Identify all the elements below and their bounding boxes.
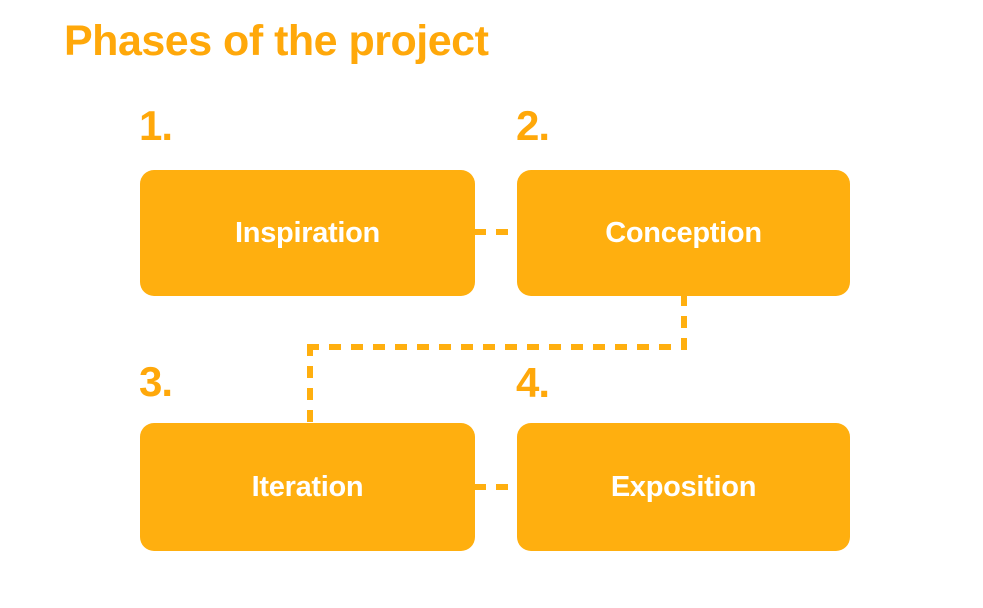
step-number-4: 4. [516,359,550,406]
phase-box-conception[interactable]: Conception [517,170,850,296]
phase-box-exposition[interactable]: Exposition [517,423,850,551]
step-number-3: 3. [139,358,173,405]
connector-conception-down [681,294,687,350]
phase-box-inspiration[interactable]: Inspiration [140,170,475,296]
phase-label-iteration: Iteration [251,470,364,503]
phase-label-inspiration: Inspiration [235,216,380,249]
page-title: Phases of the project [64,17,489,65]
phase-label-exposition: Exposition [610,470,757,503]
connector-iteration-to-exposition [474,484,519,490]
step-number-1: 1. [139,102,173,149]
phase-box-iteration[interactable]: Iteration [140,423,475,551]
connector-inspiration-to-conception [474,229,519,235]
connector-conception-to-iteration [307,344,685,350]
step-number-2: 2. [516,102,550,149]
connector-iteration-up [307,344,313,426]
phase-label-conception: Conception [605,216,762,249]
